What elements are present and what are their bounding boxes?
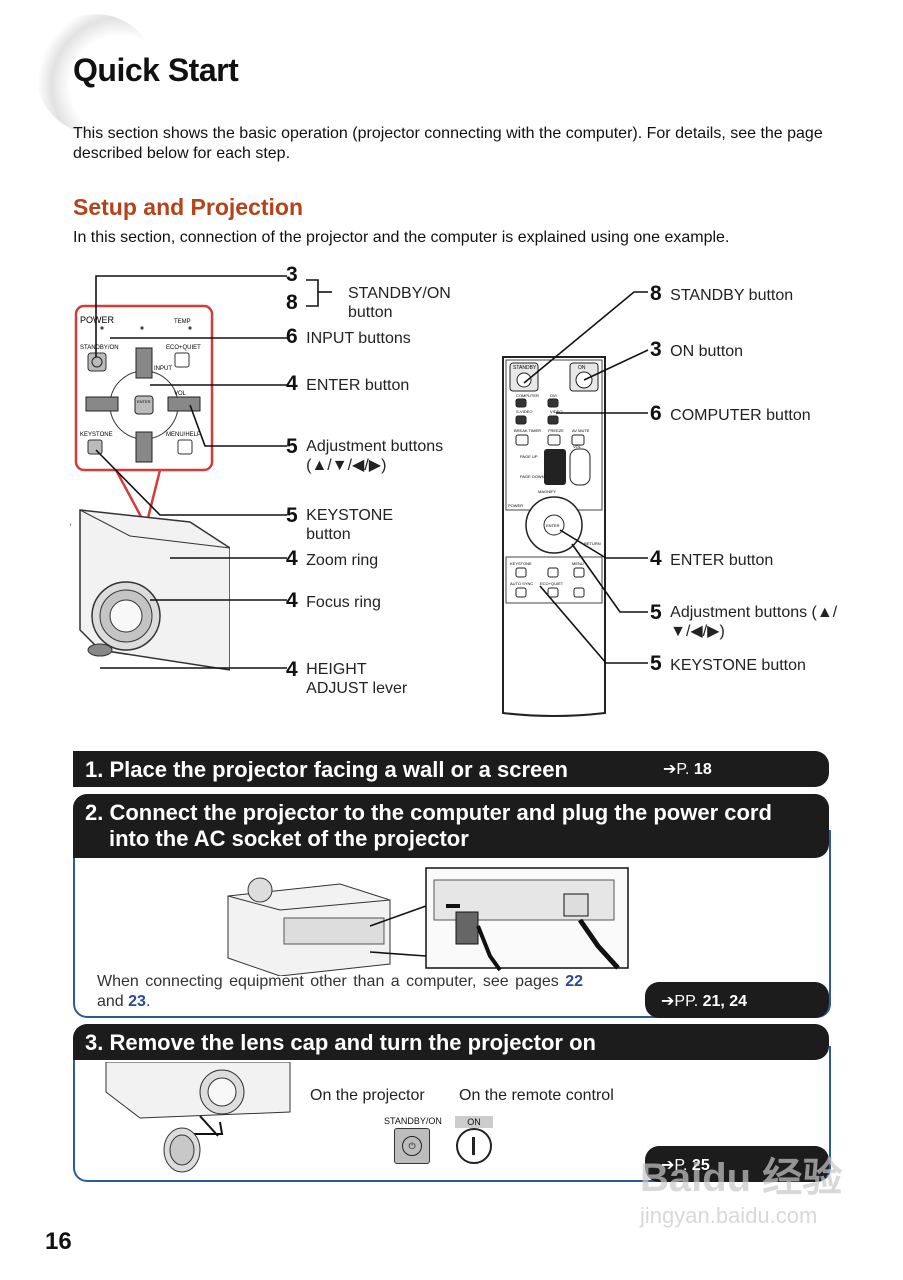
callout-number: 3 <box>650 338 662 361</box>
step-2-title-line2: into the AC socket of the projector <box>109 826 469 852</box>
ref-pages: 18 <box>694 761 712 778</box>
arrow-right-icon: ➔ <box>661 993 674 1010</box>
remote-callout-keystone: 5 KEYSTONE button <box>650 654 806 675</box>
arrow-right-icon: ➔ <box>663 761 676 778</box>
remote-callout-on: 3 ON button <box>650 340 743 361</box>
connection-illustration <box>220 866 632 976</box>
callout-label: STANDBY button <box>670 287 793 304</box>
note-end: . <box>146 993 150 1010</box>
on-button[interactable] <box>456 1128 492 1164</box>
ref-prefix: PP. <box>674 993 698 1010</box>
note-and: and <box>97 993 128 1010</box>
standby-on-button[interactable]: ⏻ <box>394 1128 430 1164</box>
step-2-bar: 2. Connect the projector to the computer… <box>73 794 829 858</box>
step-2-note: When connecting equipment other than a c… <box>97 972 583 1012</box>
ref-pages: 21, 24 <box>703 993 747 1010</box>
on-icon <box>472 1137 475 1155</box>
callout-number: 5 <box>650 601 662 624</box>
ref-prefix: P. <box>676 761 689 778</box>
step-3-bar: 3. Remove the lens cap and turn the proj… <box>73 1024 829 1060</box>
callout-label: COMPUTER button <box>670 407 810 424</box>
callout-number: 8 <box>650 282 662 305</box>
callout-number: 6 <box>650 402 662 425</box>
step-1-bar: 1. Place the projector facing a wall or … <box>73 751 829 787</box>
callout-label: KEYSTONE button <box>670 657 806 674</box>
step-1-title: 1. Place the projector facing a wall or … <box>85 757 568 783</box>
power-icon: ⏻ <box>402 1136 422 1156</box>
callout-label: ENTER button <box>670 552 773 569</box>
step-2-page-ref[interactable]: ➔PP. 21, 24 <box>661 991 747 1011</box>
on-the-remote-label: On the remote control <box>459 1086 614 1105</box>
watermark-line1: Baidu 经验 <box>640 1145 842 1203</box>
watermark-line2: jingyan.baidu.com <box>640 1203 842 1229</box>
on-caption: ON <box>455 1116 493 1128</box>
note-text: When connecting equipment other than a c… <box>97 973 565 990</box>
step-3-title: 3. Remove the lens cap and turn the proj… <box>85 1030 596 1056</box>
remote-callout-enter: 4 ENTER button <box>650 549 773 570</box>
remote-callout-adjust: 5 Adjustment buttons (▲/▼/◀/▶) <box>650 603 840 641</box>
baidu-watermark: Baidu 经验 jingyan.baidu.com <box>640 1145 842 1229</box>
callout-number: 5 <box>650 652 662 675</box>
step-1-page-ref[interactable]: ➔P. 18 <box>663 759 712 779</box>
lens-cap-illustration <box>100 1062 300 1174</box>
step-2-ref-badge: ➔PP. 21, 24 <box>645 982 829 1018</box>
page-number: 16 <box>45 1228 72 1256</box>
page-link-23[interactable]: 23 <box>128 993 146 1010</box>
step-2-title-line1: 2. Connect the projector to the computer… <box>85 800 772 826</box>
remote-callout-standby: 8 STANDBY button <box>650 284 793 305</box>
on-the-projector-label: On the projector <box>310 1086 425 1105</box>
standby-on-caption: STANDBY/ON <box>384 1116 442 1126</box>
page-link-22[interactable]: 22 <box>565 973 583 990</box>
callout-label: ON button <box>670 343 743 360</box>
callout-number: 4 <box>650 547 662 570</box>
remote-callout-computer: 6 COMPUTER button <box>650 404 811 425</box>
callout-label: Adjustment buttons (▲/▼/◀/▶) <box>670 603 840 641</box>
